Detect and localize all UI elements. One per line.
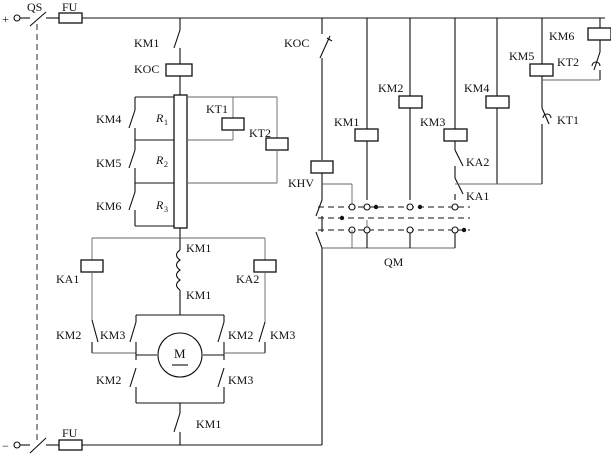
fu-bottom-label: FU (62, 426, 78, 440)
motor-bridge: KM1 KM1 KA1 KA2 KM2 KM3 KM2 KM3 (56, 237, 295, 445)
km1-field-top-label: KM1 (186, 241, 211, 255)
km6-bypass-contact (128, 191, 136, 211)
ka2-coil-label: KA2 (236, 272, 259, 286)
km2-right-top-label: KM2 (228, 328, 253, 342)
ka2-contact (454, 149, 464, 167)
km6-coil-label: KM6 (549, 29, 574, 43)
armature-branch: KM1 KOC R 1 R 2 R 3 KM4 KM5 KM6 KT1 (96, 18, 289, 238)
koc-coil-label: KOC (134, 62, 159, 76)
km1-bottom-label: KM1 (196, 417, 221, 431)
km6-coil (587, 27, 611, 41)
khv-label: KHV (288, 176, 314, 190)
plus-terminal (13, 14, 21, 22)
qs-label: QS (27, 0, 42, 14)
km1-coil (354, 128, 379, 142)
resistor-stack (173, 94, 188, 229)
bottom-bus: − FU (2, 426, 322, 454)
ka1-contact (454, 177, 464, 195)
kt2-contact-label: KT2 (557, 55, 579, 69)
km3-left-top-contact (129, 321, 137, 343)
r1-label: R (155, 111, 164, 125)
qm-node (363, 203, 371, 211)
minus-terminal (13, 441, 21, 449)
ka2-contact-label: KA2 (466, 155, 489, 169)
km2-left-bottom-label: KM2 (96, 373, 121, 387)
qm-dot (339, 215, 345, 221)
koc-coil (165, 63, 193, 77)
km3-coil (443, 128, 468, 142)
fuse-bottom (58, 439, 83, 451)
qm-node (348, 203, 356, 211)
qm-node (451, 203, 459, 211)
kt2-coil-label: KT2 (249, 126, 271, 140)
kt1-coil-label: KT1 (206, 102, 228, 116)
r3-label: R (155, 198, 164, 212)
km5-left-label: KM5 (96, 156, 121, 170)
qm-node (406, 226, 414, 234)
plus-terminal-label: + (2, 12, 9, 26)
kt1-contact (541, 107, 550, 125)
km3-right-bottom-label: KM3 (228, 373, 253, 387)
km3-coil-label: KM3 (420, 115, 445, 129)
km4-coil-label: KM4 (464, 81, 489, 95)
km1-coil-label: KM1 (334, 115, 359, 129)
qm-node (406, 203, 414, 211)
motor-label: M (174, 346, 186, 361)
kt1-contact-label: KT1 (557, 113, 579, 127)
ka1-coil (80, 259, 104, 273)
qs-switch-bottom (29, 437, 47, 454)
svg-text:1: 1 (164, 118, 168, 127)
km5-coil (529, 63, 554, 77)
km2-left-top-contact (91, 319, 99, 343)
km3-right-top-label: KM3 (270, 328, 295, 342)
ka2-coil (253, 259, 277, 273)
km5-bypass-contact (128, 149, 136, 169)
km5-coil-label: KM5 (509, 49, 534, 63)
field-coil (175, 249, 181, 291)
km3-left-top-label: KM3 (100, 328, 125, 342)
kt1-coil (221, 117, 245, 131)
km2-left-bottom-contact (129, 367, 137, 388)
svg-text:3: 3 (164, 205, 168, 214)
qs-switch-top (29, 11, 47, 27)
km4-bypass-contact (128, 109, 136, 129)
qm-dot (373, 204, 379, 210)
km2-coil (398, 95, 423, 109)
qm-label: QM (384, 255, 404, 269)
kt2-contact (593, 51, 601, 71)
km1-field-bottom-label: KM1 (186, 288, 211, 302)
top-bus: + QS FU (2, 0, 605, 27)
km1-bottom-contact (173, 412, 181, 433)
km3-right-top-contact (258, 321, 266, 343)
km6-left-label: KM6 (96, 199, 121, 213)
km1-top-contact-label: KM1 (134, 36, 159, 50)
motor (157, 332, 203, 378)
khv-coil (310, 160, 334, 174)
kt2-coil (265, 137, 289, 151)
km2-right-top-contact (217, 321, 225, 343)
fuse-top (58, 12, 83, 24)
koc-contact (319, 35, 331, 59)
qm-dot (461, 227, 467, 233)
qm-dot (417, 204, 423, 210)
ka1-coil-label: KA1 (56, 272, 79, 286)
minus-terminal-label: − (2, 439, 9, 453)
qm-node (451, 226, 459, 234)
km3-right-bottom-contact (217, 367, 225, 388)
km2-coil-label: KM2 (378, 81, 403, 95)
km4-left-label: KM4 (96, 112, 121, 126)
qm-node (363, 226, 371, 234)
km1-top-contact (173, 29, 181, 49)
svg-text:2: 2 (164, 160, 168, 169)
koc-contact-label: KOC (284, 36, 309, 50)
km2-left-top-label: KM2 (56, 328, 81, 342)
control-circuit: KOC KHV KM1 KM2 KM3 KA2 KA1 KM4 (284, 18, 611, 445)
ka1-contact-label: KA1 (466, 189, 489, 203)
km4-coil (485, 95, 510, 109)
r2-label: R (155, 153, 164, 167)
fu-top-label: FU (62, 0, 78, 14)
